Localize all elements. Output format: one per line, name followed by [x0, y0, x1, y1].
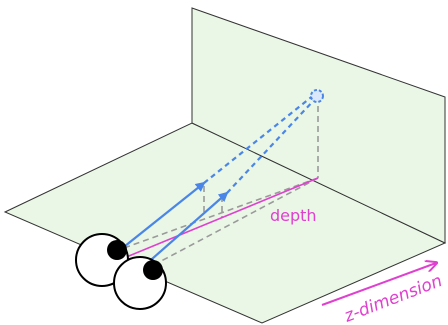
target-point: [310, 89, 324, 103]
left-eye-pupil: [107, 240, 127, 260]
back-plane: [191, 7, 446, 244]
left-eye-ray: [119, 181, 206, 251]
right-eye: [113, 256, 167, 310]
z-dimension-arrow: [321, 263, 436, 306]
right-eye-ray-extension: [226, 97, 317, 194]
depth-label: depth: [270, 206, 317, 225]
left-eye-ray-extension: [203, 94, 315, 184]
depth-line: [123, 177, 319, 259]
right-eye-pupil: [143, 260, 163, 280]
right-eye-ray: [143, 191, 229, 267]
